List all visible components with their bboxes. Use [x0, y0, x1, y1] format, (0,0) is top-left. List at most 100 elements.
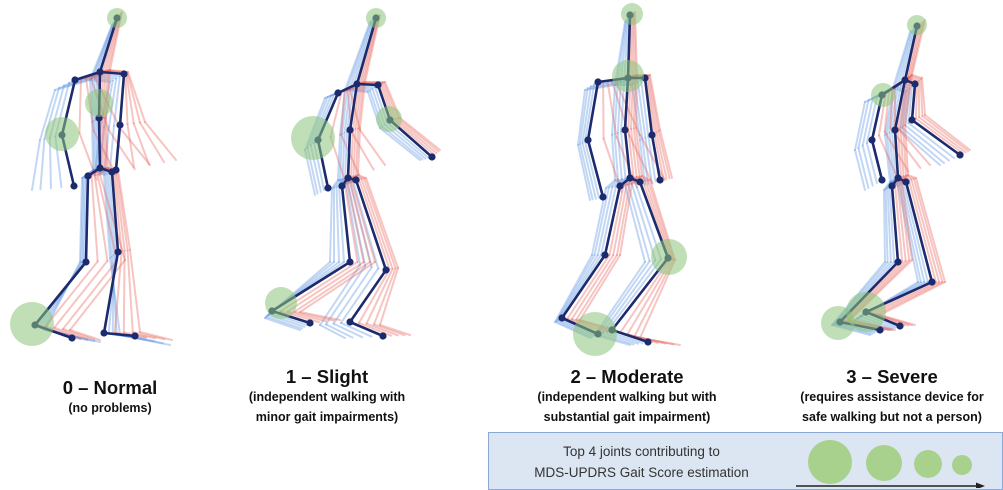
legend-circle-rank-4	[952, 455, 972, 475]
joint-marker	[956, 151, 963, 158]
joint-marker	[896, 322, 903, 329]
blue-trace-bone	[337, 187, 340, 262]
joint-marker	[928, 278, 935, 285]
joint-marker	[352, 176, 359, 183]
joint-marker	[599, 193, 606, 200]
panel-label-normal: 0 – Normal (no problems)	[10, 377, 210, 419]
joint-marker	[558, 314, 565, 321]
skeleton-bone	[348, 130, 350, 178]
skeleton-bone	[872, 140, 882, 180]
joint-marker	[353, 80, 360, 87]
legend-box: Top 4 joints contributing to MDS-UPDRS G…	[488, 432, 1003, 490]
joint-marker	[908, 116, 915, 123]
important-joint-circle	[366, 8, 386, 28]
joint-marker	[656, 176, 663, 183]
gait-skeleton-figure	[0, 0, 1003, 365]
panel-description: (no problems)	[10, 399, 210, 419]
panel-label-moderate: 2 – Moderate (independent walking but wi…	[507, 366, 747, 427]
red-trace-bone	[134, 123, 149, 164]
important-joint-circle	[907, 15, 927, 35]
panel-title: 1 – Slight	[217, 366, 437, 388]
red-trace-bone	[124, 251, 125, 333]
panel-description: minor gait impairments)	[217, 408, 437, 428]
joint-marker	[108, 168, 115, 175]
panel-label-severe: 3 – Severe (requires assistance device f…	[782, 366, 1002, 427]
joint-marker	[306, 319, 313, 326]
important-joint-circle	[376, 106, 402, 132]
joint-marker	[346, 258, 353, 265]
joint-marker	[96, 68, 103, 75]
important-joint-circle	[45, 117, 79, 151]
important-joint-circle	[651, 239, 687, 275]
joint-marker	[584, 136, 591, 143]
joint-marker	[911, 80, 918, 87]
joint-marker	[344, 174, 351, 181]
important-joint-circle	[821, 306, 855, 340]
joint-marker	[888, 182, 895, 189]
joint-marker	[428, 153, 435, 160]
important-joint-circle	[573, 312, 617, 356]
joint-marker	[120, 70, 127, 77]
legend-graphic	[489, 433, 1001, 488]
joint-marker	[594, 78, 601, 85]
important-joint-circle	[291, 116, 335, 160]
legend-circle-rank-2	[866, 445, 902, 481]
important-joint-circle	[612, 60, 644, 92]
joint-marker	[346, 318, 353, 325]
red-trace-bone	[79, 79, 81, 132]
panel-title: 0 – Normal	[10, 377, 210, 399]
panel-label-slight: 1 – Slight (independent walking with min…	[217, 366, 437, 427]
joint-marker	[626, 174, 633, 181]
joint-marker	[382, 266, 389, 273]
joint-marker	[379, 332, 386, 339]
important-joint-circle	[871, 83, 895, 107]
important-joint-circle	[10, 302, 54, 346]
red-trace-bone	[613, 185, 626, 255]
joint-marker	[894, 258, 901, 265]
joint-marker	[324, 184, 331, 191]
joint-marker	[96, 164, 103, 171]
joint-marker	[82, 258, 89, 265]
joint-marker	[878, 176, 885, 183]
legend-arrow-head-icon	[976, 483, 985, 489]
blue-trace-bone	[345, 132, 347, 179]
skeleton-slight	[265, 8, 440, 340]
joint-marker	[901, 76, 908, 83]
joint-marker	[648, 131, 655, 138]
red-trace-bone	[603, 81, 604, 138]
joint-marker	[621, 126, 628, 133]
blue-trace-bone	[32, 140, 40, 190]
important-joint-circle	[265, 287, 297, 319]
joint-marker	[116, 121, 123, 128]
important-joint-circle	[107, 8, 127, 28]
joint-marker	[71, 76, 78, 83]
skeleton-normal	[10, 8, 176, 346]
joint-marker	[338, 182, 345, 189]
joint-marker	[334, 89, 341, 96]
blue-trace-bone	[560, 255, 601, 319]
joint-marker	[114, 248, 121, 255]
legend-circle-rank-3	[914, 450, 942, 478]
skeleton-severe	[821, 15, 970, 340]
important-joint-circle	[85, 89, 113, 117]
panel-description: (independent walking with	[217, 388, 437, 408]
joint-marker	[616, 182, 623, 189]
panel-description: safe walking but not a person)	[782, 408, 1002, 428]
skeleton-moderate	[555, 3, 687, 356]
red-trace-bone	[916, 119, 963, 154]
joint-marker	[891, 126, 898, 133]
legend-circle-rank-1	[808, 440, 852, 484]
joint-marker	[100, 329, 107, 336]
joint-marker	[868, 136, 875, 143]
joint-marker	[902, 178, 909, 185]
panel-description: substantial gait impairment)	[507, 408, 747, 428]
joint-marker	[636, 178, 643, 185]
joint-marker	[131, 332, 138, 339]
joint-marker	[601, 251, 608, 258]
red-trace-bone	[916, 82, 917, 118]
red-trace-bone	[145, 122, 176, 160]
skeleton-bone	[120, 74, 124, 125]
blue-trace-bone	[884, 190, 885, 262]
panel-title: 2 – Moderate	[507, 366, 747, 388]
red-trace-bone	[360, 130, 385, 165]
